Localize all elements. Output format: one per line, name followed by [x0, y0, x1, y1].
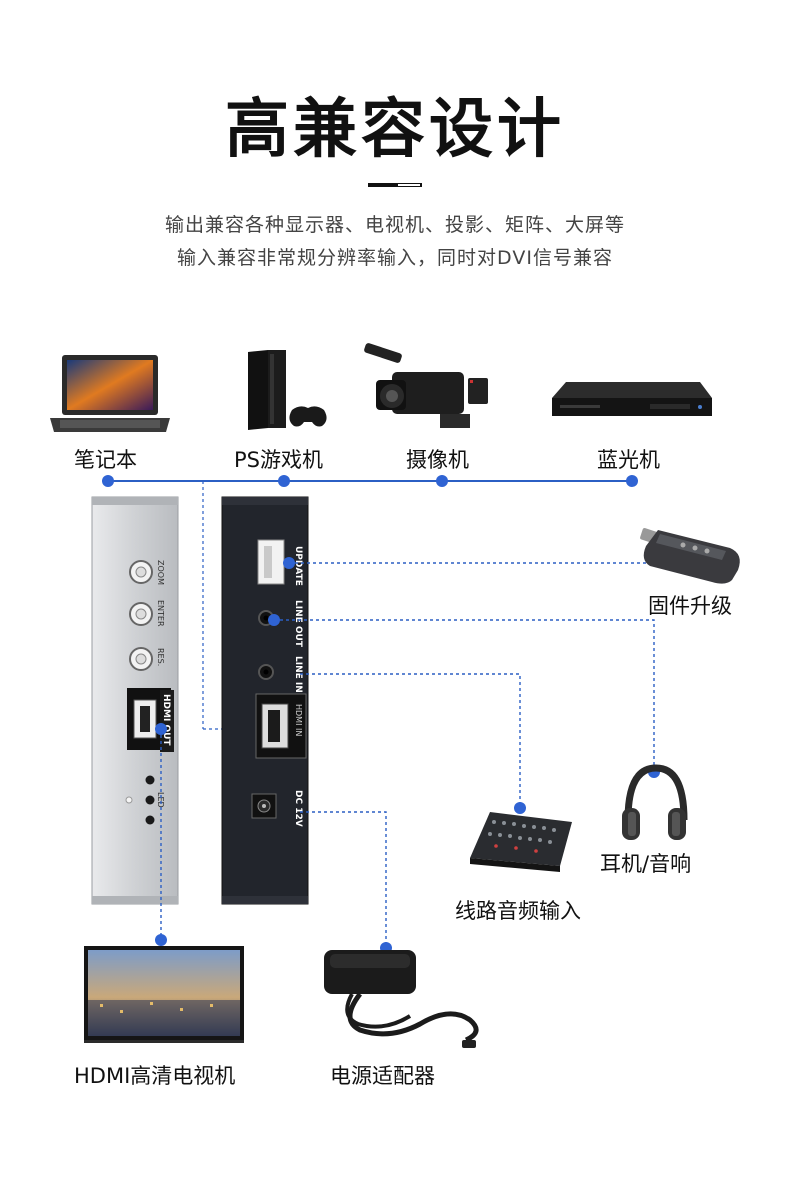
headphones-label: 耳机/音响: [600, 848, 691, 878]
dc-power-jack[interactable]: [252, 794, 276, 818]
power-adapter-icon: [324, 950, 476, 1048]
hdmi-tv-label: HDMI高清电视机: [74, 1060, 235, 1090]
led-label: LED: [156, 792, 165, 808]
blu-ray-label: 蓝光机: [597, 444, 660, 474]
update-label: UPDATE: [293, 546, 303, 586]
headphones-icon: [622, 768, 686, 840]
usb-update-port[interactable]: [258, 540, 284, 584]
res-button[interactable]: [130, 648, 152, 670]
front-panel: ZOOM ENTER RES. HDMI OUT LED: [92, 497, 178, 904]
tv-icon: [84, 946, 244, 1043]
zoom-label: ZOOM: [156, 560, 165, 585]
video-camera-icon: [363, 342, 488, 428]
game-console-label: PS游戏机: [234, 444, 323, 474]
laptop-icon: [50, 355, 170, 432]
source-dot-console: [278, 475, 290, 487]
source-dot-bluray: [626, 475, 638, 487]
firmware-upgrade-label: 固件升级: [648, 590, 732, 620]
back-panel: UPDATE LINE OUT LINE IN HDMI IN DC 12V: [222, 497, 308, 904]
source-dot-laptop: [102, 475, 114, 487]
blu-ray-player-icon: [552, 382, 712, 416]
game-console-icon: [248, 350, 327, 430]
hdmi-in-label: HDMI IN: [294, 704, 303, 736]
res-label: RES.: [156, 648, 165, 666]
audio-mixer-icon: [470, 812, 572, 872]
zoom-button[interactable]: [130, 561, 152, 583]
dc-12v-label: DC 12V: [293, 790, 303, 827]
line-out-label: LINE OUT: [293, 600, 303, 648]
line-audio-input-label: 线路音频输入: [455, 895, 581, 925]
led-indicator: [146, 776, 155, 785]
source-dot-camera: [436, 475, 448, 487]
laptop-label: 笔记本: [74, 444, 137, 474]
video-camera-label: 摄像机: [406, 444, 469, 474]
enter-button[interactable]: [130, 603, 152, 625]
hdmi-out-label: HDMI OUT: [161, 694, 171, 746]
line-in-jack[interactable]: [259, 665, 273, 679]
enter-label: ENTER: [156, 600, 165, 627]
usb-drive-icon: [640, 528, 740, 584]
power-adapter-label: 电源适配器: [330, 1060, 435, 1090]
